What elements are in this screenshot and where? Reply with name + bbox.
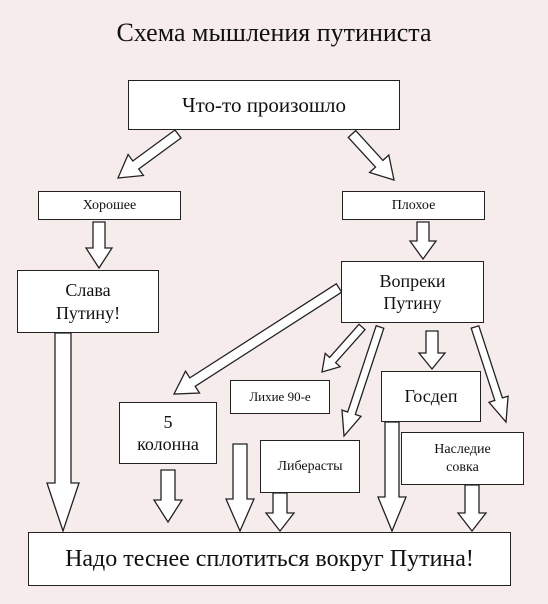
- arrow-despite-to-nineties: [321, 323, 366, 373]
- arrow-despite-to-liberasts: [341, 324, 385, 438]
- node-despite-putin: Вопреки Путину: [341, 261, 484, 323]
- arrow-soviet-to-conclusion: [456, 484, 488, 533]
- arrow-glory-to-conclusion: [46, 332, 80, 534]
- node-wild-nineties: Лихие 90-е: [230, 380, 330, 414]
- node-conclusion: Надо теснее сплотиться вокруг Путина!: [28, 532, 511, 586]
- node-liberasts: Либерасты: [260, 440, 360, 493]
- diagram-title: Схема мышления путиниста: [116, 18, 432, 47]
- node-bad: Плохое: [342, 191, 485, 220]
- arrow-despite-to-gosdep: [417, 330, 447, 371]
- arrow-despite-to-soviet: [470, 324, 509, 424]
- arrow-happened-to-bad: [347, 129, 395, 181]
- node-fifth-column: 5 колонна: [119, 402, 217, 464]
- node-soviet-legacy: Наследие совка: [401, 432, 524, 485]
- arrow-good-to-glory: [84, 221, 114, 270]
- arrow-column5-to-conclusion: [152, 469, 184, 524]
- node-state-department: Госдеп: [381, 371, 481, 422]
- arrow-nineties-to-conclusion: [225, 443, 255, 533]
- arrow-gosdep-to-conclusion: [377, 421, 407, 533]
- node-something-happened: Что-то произошло: [128, 80, 400, 130]
- arrow-liberasts-to-conclusion: [264, 492, 296, 533]
- node-good: Хорошее: [38, 191, 181, 220]
- node-glory-to-putin: Слава Путину!: [17, 270, 159, 333]
- arrow-bad-to-despite: [408, 221, 438, 261]
- arrow-despite-to-column5: [172, 282, 343, 395]
- arrow-happened-to-good: [116, 129, 182, 179]
